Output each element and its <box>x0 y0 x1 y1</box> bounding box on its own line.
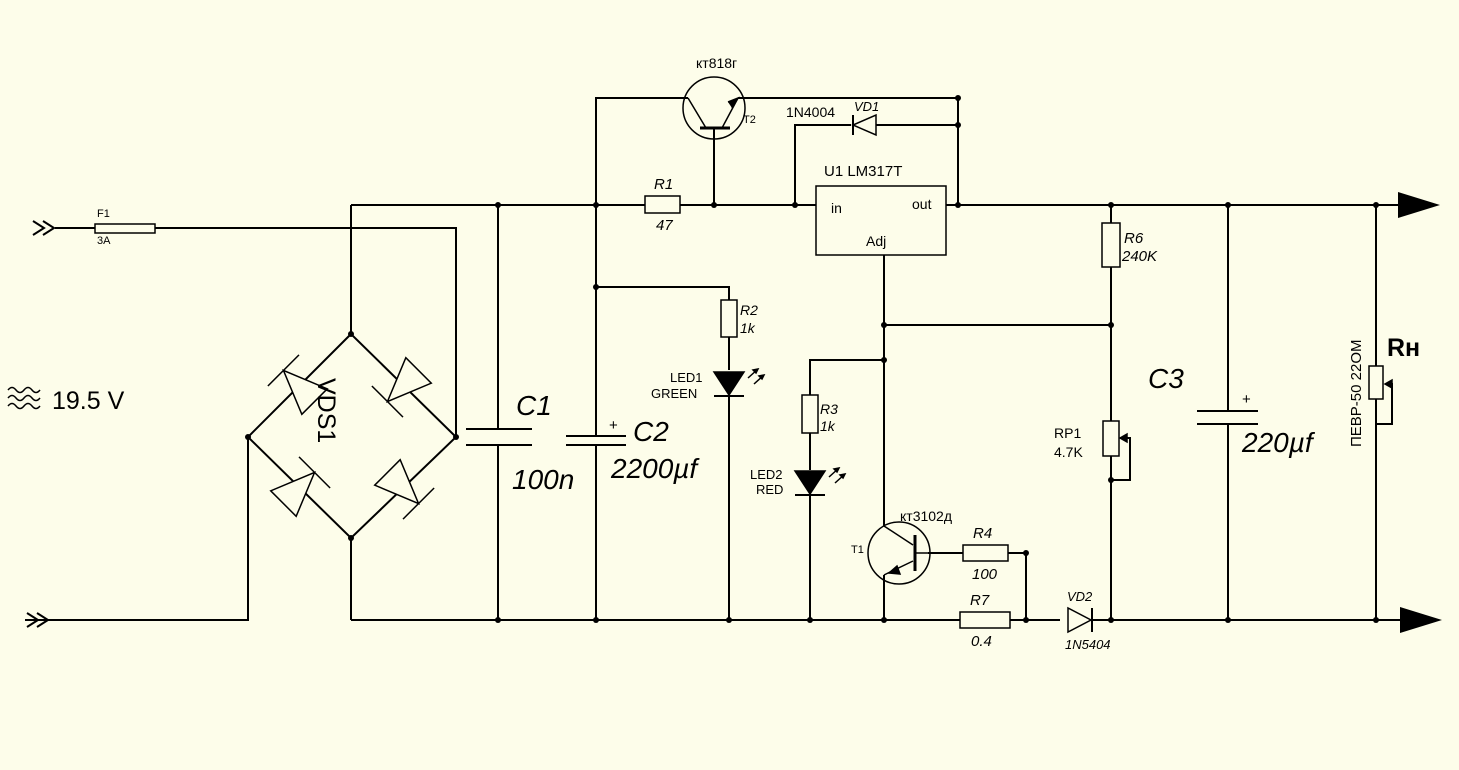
t1-ref: T1 <box>851 544 864 556</box>
r7-ref: R7 <box>970 592 990 609</box>
u1-pin-out: out <box>912 196 932 212</box>
c1-ref: C1 <box>516 390 552 421</box>
capacitor-c1 <box>466 428 532 446</box>
input-terminal-1 <box>32 220 60 236</box>
rp1-ref: RP1 <box>1054 425 1081 441</box>
c2-value: 2200µf <box>610 453 700 484</box>
u1-pin-adj: Adj <box>866 233 886 249</box>
fuse-value: 3A <box>97 235 111 247</box>
u1-label: U1 LM317T <box>824 163 902 180</box>
r1-value: 47 <box>656 217 673 234</box>
resistor-r1 <box>644 195 681 214</box>
output-terminal-positive <box>1392 192 1440 218</box>
r3-value: 1k <box>820 418 836 434</box>
led1-ref: LED1 <box>670 370 703 385</box>
led1-color: GREEN <box>651 386 697 401</box>
c2-ref: C2 <box>633 416 669 447</box>
r6-ref: R6 <box>1124 230 1144 247</box>
r4-value: 100 <box>972 566 998 583</box>
vd1-ref: VD1 <box>854 99 879 114</box>
r7-value: 0.4 <box>971 633 992 650</box>
c3-polarity: + <box>1242 391 1251 408</box>
bridge-ref: VDS1 <box>312 378 340 443</box>
potentiometer-rp1 <box>1102 420 1128 457</box>
fuse-ref: F1 <box>97 208 110 220</box>
r1-ref: R1 <box>654 176 673 193</box>
t1-type: кт3102д <box>900 508 952 524</box>
transistor-t2 <box>682 76 746 140</box>
capacitor-c2 <box>566 435 626 446</box>
resistor-r3 <box>801 394 819 434</box>
load-rheostat <box>1368 365 1393 400</box>
load-value: ПЕВР-50 22ОМ <box>1348 340 1365 448</box>
transistor-t1 <box>867 521 931 585</box>
rp1-value: 4.7K <box>1054 444 1083 460</box>
c3-ref: C3 <box>1148 363 1184 394</box>
led2-ref: LED2 <box>750 467 783 482</box>
vd2-type: 1N5404 <box>1065 637 1111 652</box>
vd2-ref: VD2 <box>1067 589 1093 604</box>
c2-polarity: + <box>609 417 618 434</box>
diode-bridge <box>246 332 458 540</box>
wires <box>60 97 1393 621</box>
led2-red <box>793 466 847 496</box>
load-ref: Rн <box>1387 334 1420 362</box>
regulator-u1 <box>815 185 947 256</box>
capacitor-c3 <box>1197 410 1258 425</box>
u1-pin-in: in <box>831 200 842 216</box>
t2-ref: T2 <box>743 114 756 126</box>
input-terminal-2 <box>25 612 60 628</box>
resistor-r6 <box>1101 222 1121 268</box>
resistor-r4 <box>962 544 1009 562</box>
r2-ref: R2 <box>740 302 758 318</box>
ac-source-icon <box>7 386 41 410</box>
resistor-r7 <box>959 611 1011 629</box>
input-voltage: 19.5 V <box>52 387 125 415</box>
diode-vd2 <box>1067 606 1093 634</box>
c3-value: 220µf <box>1241 427 1316 458</box>
led1-green <box>712 367 766 397</box>
r4-ref: R4 <box>973 525 992 542</box>
vd1-type: 1N4004 <box>786 104 835 120</box>
r6-value: 240K <box>1121 248 1158 265</box>
fuse <box>94 223 156 234</box>
r3-ref: R3 <box>820 401 838 417</box>
c1-value: 100n <box>512 464 574 495</box>
led2-color: RED <box>756 482 783 497</box>
r2-value: 1k <box>740 320 756 336</box>
diode-vd1 <box>851 113 877 137</box>
t2-type: кт818г <box>696 55 737 71</box>
resistor-r2 <box>720 299 738 338</box>
output-terminal-negative <box>1392 607 1442 633</box>
